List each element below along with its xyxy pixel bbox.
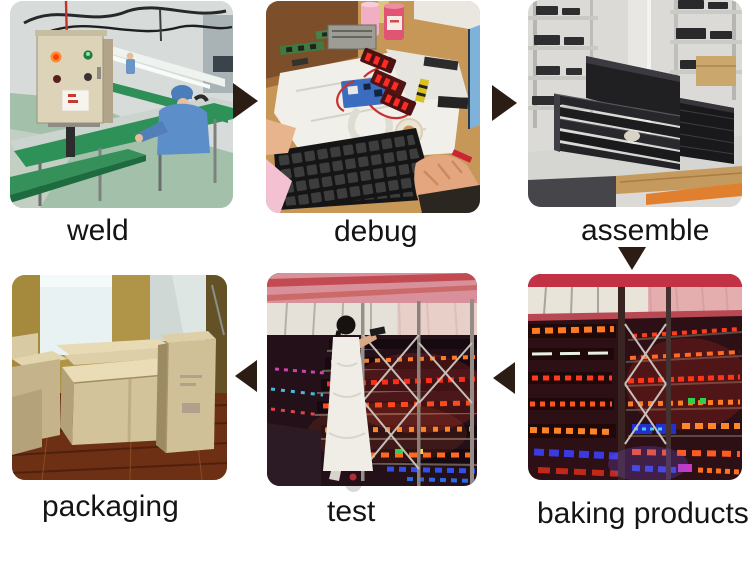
assemble-scene-illustration — [528, 0, 742, 207]
baking-scene-illustration — [528, 274, 742, 480]
photo-packaging — [12, 275, 227, 480]
step-label-packaging: packaging — [42, 490, 179, 523]
arrow-right-weld-to-debug-icon — [233, 83, 258, 119]
step-label-assemble: assemble — [581, 214, 710, 247]
gray-tab-under-test-photo — [345, 482, 362, 492]
step-label-weld: weld — [67, 214, 129, 247]
photo-weld — [10, 1, 233, 208]
arrow-down-assemble-to-baking-icon — [618, 247, 646, 270]
arrow-right-debug-to-assemble-icon — [492, 85, 517, 121]
debug-scene-illustration — [266, 1, 480, 213]
step-label-baking-products: baking products — [537, 497, 749, 530]
packaging-scene-illustration — [12, 275, 227, 480]
step-label-debug: debug — [334, 215, 418, 248]
step-label-test: test — [327, 495, 376, 528]
test-scene-illustration — [267, 273, 477, 486]
photo-test — [267, 273, 477, 486]
arrow-left-test-to-packaging-icon — [235, 360, 257, 392]
arrow-left-baking-to-test-icon — [493, 362, 515, 394]
photo-debug — [266, 1, 480, 213]
photo-baking-products — [528, 274, 742, 480]
photo-assemble — [528, 0, 742, 207]
weld-scene-illustration — [10, 1, 233, 208]
